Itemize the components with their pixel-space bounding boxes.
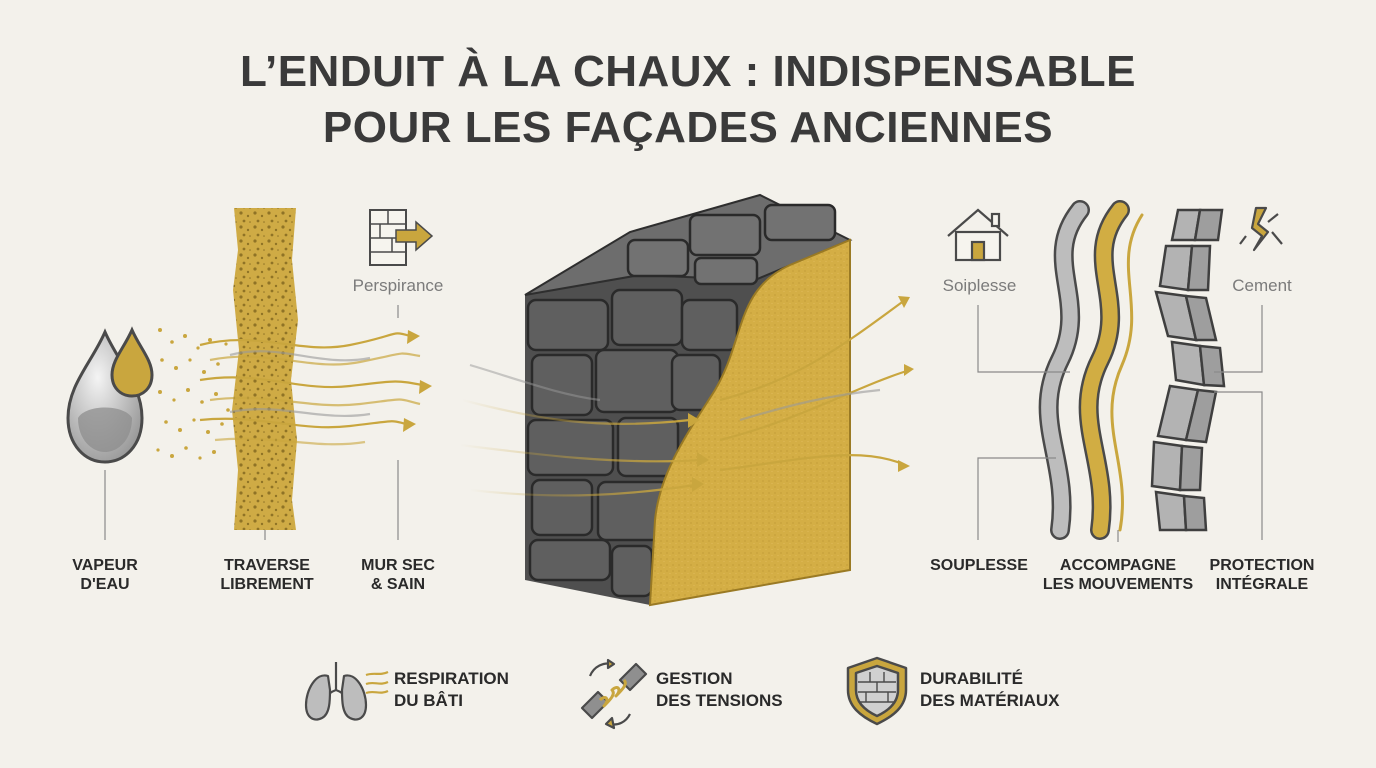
footer-respiration: RESPIRATION DU BÂTI (394, 668, 509, 712)
footer-durabilite-line2: DES MATÉRIAUX (920, 691, 1060, 710)
label-souplesse-line1: SOUPLESSE (930, 557, 1028, 574)
footer-gestion: GESTION DES TENSIONS (656, 668, 783, 712)
center-arrow-heads (688, 296, 914, 492)
label-traverse-line2: LIBREMENT (220, 576, 314, 593)
label-vapeur-eau: VAPEUR D'EAU (52, 556, 158, 594)
page-title: L’ENDUIT À LA CHAUX : INDISPENSABLE POUR… (0, 44, 1376, 156)
lime-plaster-layer (232, 208, 298, 530)
footer-gestion-line1: GESTION (656, 669, 733, 688)
plaster-coat (648, 238, 851, 607)
house-icon (947, 208, 1009, 262)
crack-icon (1239, 206, 1283, 252)
right-leader-lines (977, 305, 1263, 542)
vapor-flow-lines (199, 332, 429, 446)
label-traverse-line1: TRAVERSE (224, 557, 310, 574)
label-protection-line2: INTÉGRALE (1215, 576, 1309, 593)
arrow-heads (403, 330, 432, 432)
vapor-dots (156, 328, 230, 460)
label-mur-sec-line1: MUR SEC (361, 557, 435, 574)
label-souplesse: SOUPLESSE (922, 556, 1036, 575)
title-line-2: POUR LES FAÇADES ANCIENNES (322, 103, 1054, 152)
label-mur-sec-line2: & SAIN (370, 576, 426, 593)
cracked-cement-illustration (1150, 208, 1226, 532)
label-mur-sec-sain: MUR SEC & SAIN (345, 556, 451, 594)
center-flow-arrows (459, 299, 911, 497)
spring-joint-icon (580, 658, 648, 730)
label-protection-line1: PROTECTION (1209, 557, 1315, 574)
lungs-icon (304, 662, 389, 721)
flexible-layers-illustration (1038, 200, 1144, 540)
water-drop-icon (66, 326, 154, 464)
footer-durabilite-line1: DURABILITÉ (920, 669, 1023, 688)
wall-export-icon (369, 209, 434, 266)
footer-gestion-line2: DES TENSIONS (656, 691, 783, 710)
footer-respiration-line1: RESPIRATION (394, 669, 509, 688)
perspirance-caption: Perspirance (352, 276, 444, 295)
label-vapeur-eau-line1: VAPEUR (72, 557, 138, 574)
label-vapeur-eau-line2: D'EAU (80, 576, 130, 593)
footer-respiration-line2: DU BÂTI (394, 691, 463, 710)
footer-durabilite: DURABILITÉ DES MATÉRIAUX (920, 668, 1059, 712)
shield-brick-icon (846, 656, 908, 726)
title-line-1: L’ENDUIT À LA CHAUX : INDISPENSABLE (240, 47, 1136, 96)
label-protection-integrale: PROTECTION INTÉGRALE (1204, 556, 1320, 594)
label-traverse-librement: TRAVERSE LIBREMENT (208, 556, 326, 594)
label-accompagne-line2: LES MOUVEMENTS (1042, 576, 1194, 593)
label-accompagne-mouvements: ACCOMPAGNE LES MOUVEMENTS (1036, 556, 1200, 594)
left-leader-lines (104, 305, 399, 540)
label-accompagne-line1: ACCOMPAGNE (1059, 557, 1177, 574)
cement-caption: Cement (1232, 276, 1292, 295)
stone-wall-illustration (524, 193, 853, 607)
souplesse-caption: Soiplesse (942, 276, 1017, 295)
